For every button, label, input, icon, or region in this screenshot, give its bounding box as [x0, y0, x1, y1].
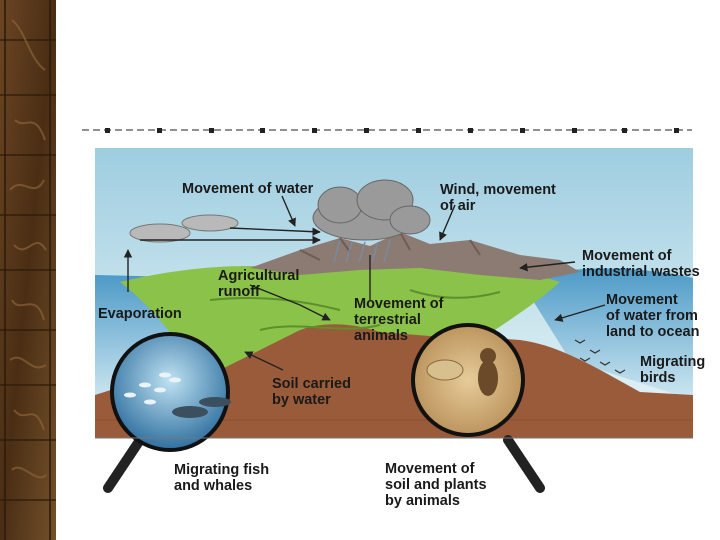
- label-soil-carried: Soil carried by water: [272, 376, 351, 408]
- label-soil-plants: Movement of soil and plants by animals: [385, 461, 487, 509]
- sidebar-wood-strip: [0, 0, 56, 540]
- label-wind: Wind, movement of air: [440, 182, 556, 214]
- right-sea: [520, 268, 693, 400]
- label-movement-of-water: Movement of water: [182, 181, 314, 197]
- label-fish-whales: Migrating fish and whales: [174, 462, 270, 494]
- cloud-icon: [312, 179, 431, 241]
- prairie-dog-icon: [478, 348, 498, 396]
- label-agricultural-runoff: Agricultural runoff: [218, 268, 300, 300]
- sidebar-pattern: [0, 0, 56, 540]
- bird-icon: [574, 339, 626, 374]
- whale-icon: [172, 397, 231, 418]
- green-land: [120, 255, 560, 380]
- cloud-icon: [129, 214, 239, 243]
- label-water-land-to-ocean: Movement of water from land to ocean: [606, 292, 700, 340]
- label-industrial-wastes: Movement of industrial wastes: [582, 248, 700, 280]
- label-terrestrial-animals: Movement of terrestrial animals: [354, 296, 444, 344]
- label-migrating-birds: Migrating birds: [640, 354, 706, 386]
- mountains: [250, 232, 580, 280]
- fish-icon: [124, 372, 181, 405]
- magnifier-icon: [103, 332, 231, 493]
- magnifier-icon: [411, 323, 545, 493]
- dashed-divider: [82, 128, 692, 133]
- label-evaporation: Evaporation: [98, 306, 182, 322]
